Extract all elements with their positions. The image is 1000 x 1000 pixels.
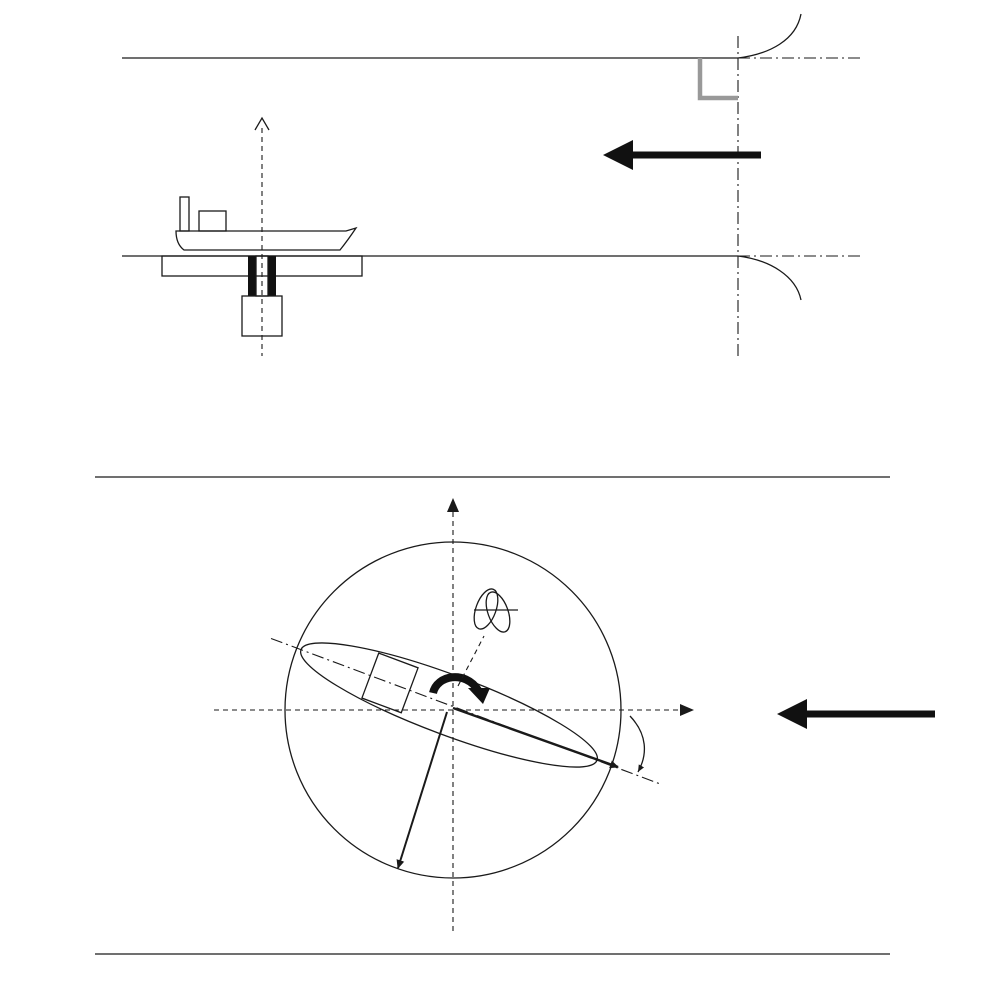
rotation-arrow-icon [429, 673, 490, 704]
circle-radius-arrow-icon [396, 711, 448, 869]
corner-marker-icon [697, 58, 738, 101]
upper-curve-edge [737, 13, 802, 59]
lower-curve-edge [737, 255, 802, 301]
plan-view [95, 476, 935, 955]
plan-vertical-axis-icon [447, 498, 459, 935]
anchor-symbol-icon [457, 588, 518, 687]
ship-hull-ellipse-icon [270, 637, 660, 785]
plan-horizontal-axis-icon [214, 704, 694, 716]
side-view [122, 13, 862, 356]
vertical-axis-arrow-icon [254, 116, 270, 356]
hull-radius-arrow-icon [452, 706, 619, 769]
flow-arrow-icon [603, 140, 761, 170]
ship-icon [175, 196, 358, 251]
column-icon [241, 255, 283, 337]
angle-arc-icon [629, 715, 646, 773]
flow-arrow-icon [777, 699, 935, 729]
